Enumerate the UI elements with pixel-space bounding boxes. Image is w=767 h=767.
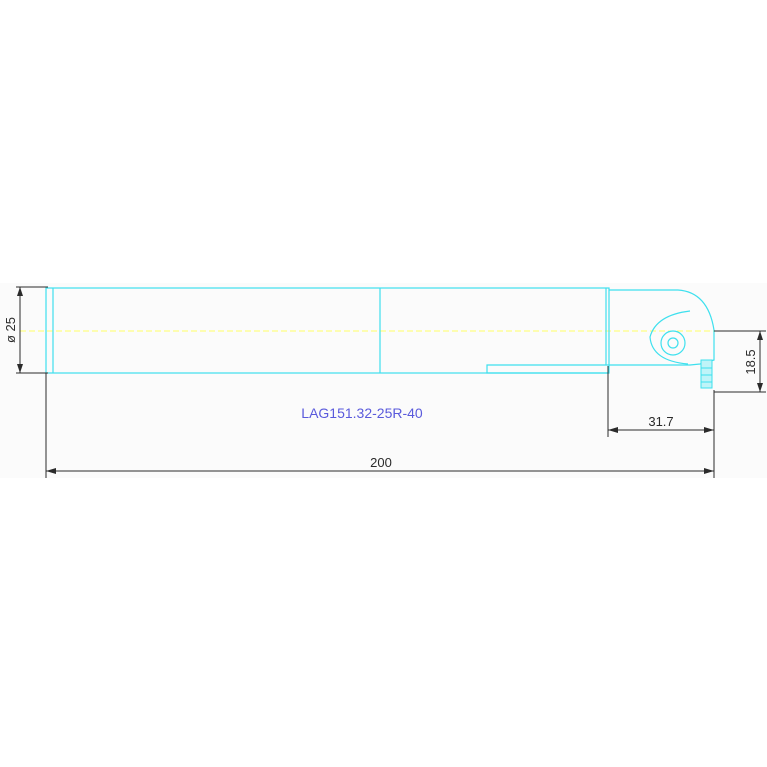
cutting-insert [700, 359, 713, 389]
overall-length-dimension: 200 [370, 455, 392, 470]
center-height-dimension: 18.5 [743, 349, 758, 374]
shank-body [45, 287, 610, 374]
insert-pocket [649, 310, 691, 365]
head-outline [609, 289, 715, 366]
dimension-arrows [17, 287, 763, 474]
diameter-dimension: ø 25 [3, 317, 18, 343]
head-offset-dimension: 31.7 [648, 414, 673, 429]
clamp-screw-inner [667, 337, 679, 349]
dimension-lines [16, 286, 766, 478]
neck-lower-edge [486, 364, 690, 374]
drawing-panel [0, 283, 767, 478]
part-number-label: LAG151.32-25R-40 [301, 405, 423, 421]
clamp-screw-outer [660, 330, 686, 356]
tool-outline [45, 287, 715, 374]
